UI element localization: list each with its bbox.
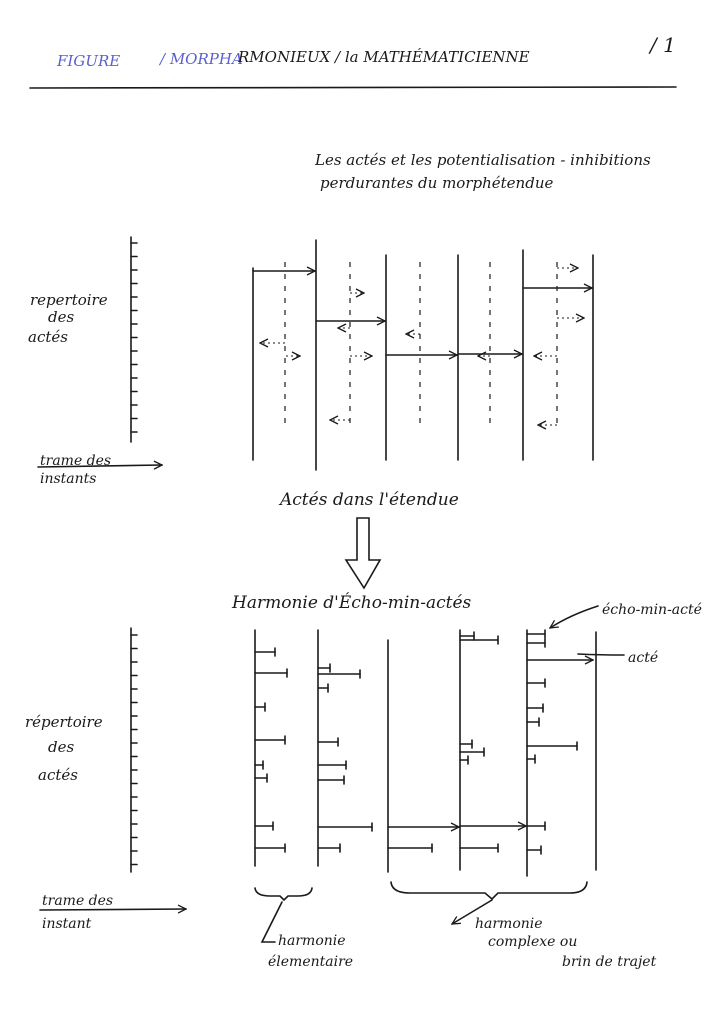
brace-right [390,881,588,901]
header-series-blue: / MORPHA [158,50,243,68]
echo-pointer-arrow [550,605,599,629]
top-x-axis-label: trame des instants [40,453,116,487]
brace-right-label: harmonie complexe ou brin de trajet [475,916,657,970]
top-time-arrow [37,465,162,467]
bottom-title: Harmonie d'Écho-min-actés [231,592,472,613]
bottom-time-arrow [39,909,186,910]
bottom-x-axis-label: trame des instant [42,893,118,932]
brace-left [254,887,313,902]
diagram-marks [130,236,597,877]
top-y-axis-label: repertoire des actés [28,291,112,346]
acte-pointer-line [577,653,625,656]
top-caption-line1: Les actés et les potentialisation - inhi… [314,151,651,169]
header-figure-label: FIGURE [56,52,120,70]
header-page-number: / 1 [648,33,676,57]
label-echo-min-acte: écho-min-acté [602,602,702,618]
brace-right-pointer [452,899,493,925]
brace-left-pointer [260,901,283,943]
header-rule [29,86,677,89]
top-title: Actés dans l'étendue [278,490,459,510]
bottom-y-axis-label: répertoire des actés [25,713,107,784]
label-acte: acté [628,650,658,666]
header-series: RMONIEUX / la MATHÉMATICIENNE [237,48,530,66]
top-caption-line2: perdurantes du morphétendue [320,174,553,192]
brace-left-label: harmonie élementaire [268,933,353,970]
down-arrow-icon [344,517,382,590]
